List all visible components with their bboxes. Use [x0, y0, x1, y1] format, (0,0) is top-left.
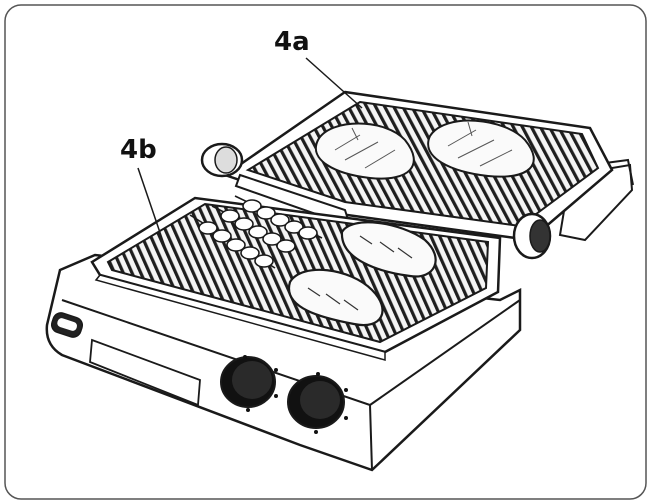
callout-4a: 4a [274, 27, 363, 109]
callout-4b: 4b [120, 135, 169, 257]
steak [427, 119, 535, 178]
steak [315, 122, 415, 180]
hinge-knob-left [200, 142, 244, 178]
bread-loaf [340, 221, 437, 278]
lower-grill-plate [90, 195, 502, 361]
callout-label-4a: 4a [274, 27, 310, 57]
hinge-knob-right [512, 212, 552, 260]
callout-label-4b: 4b [120, 135, 157, 165]
timer-knob [287, 372, 348, 434]
upper-grill-plate [200, 90, 634, 260]
power-button [50, 312, 84, 338]
kebab-skewers [189, 195, 323, 269]
bread-loaf [287, 268, 384, 327]
temperature-knob [220, 355, 278, 412]
display-panel [89, 338, 201, 407]
